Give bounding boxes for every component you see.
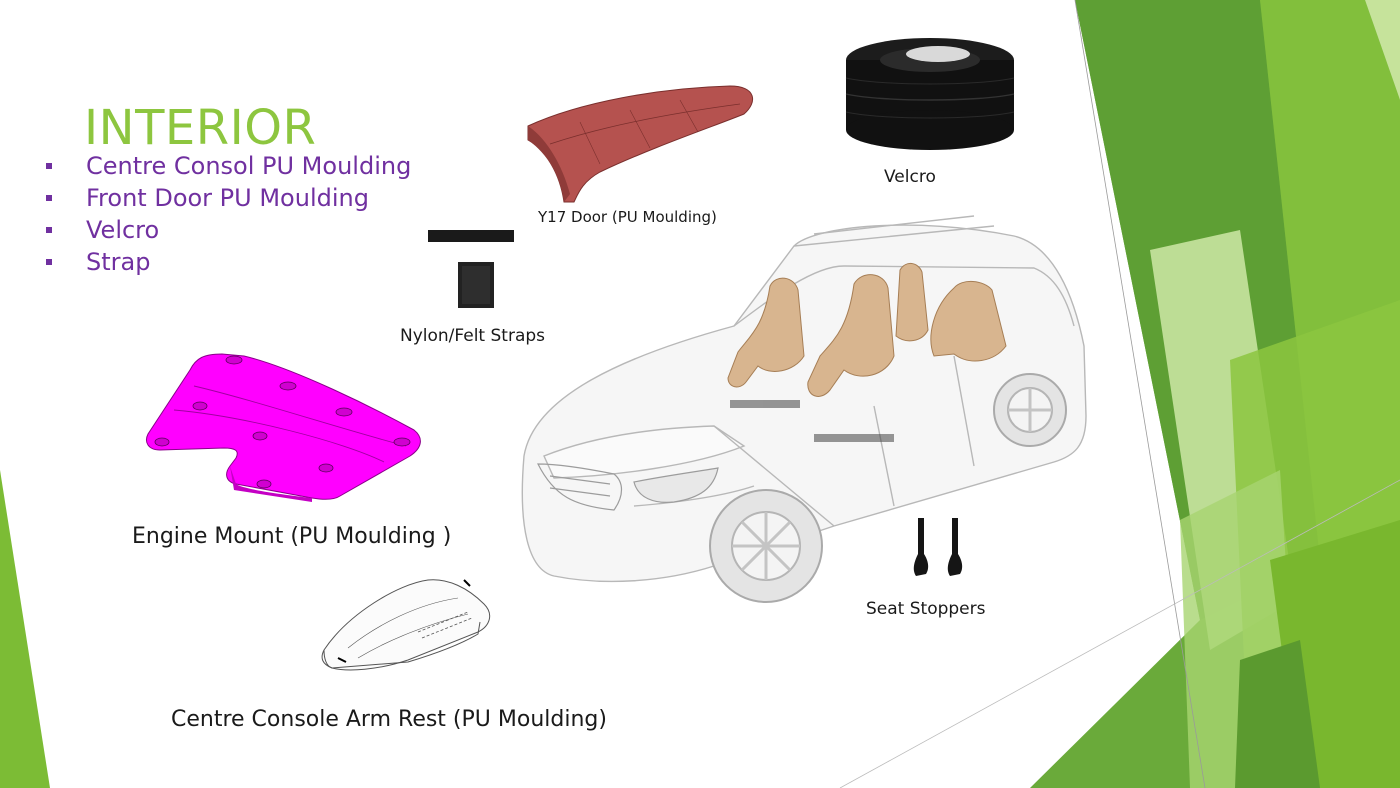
caption-arm-rest: Centre Console Arm Rest (PU Moulding) (171, 707, 607, 732)
caption-engine-mount: Engine Mount (PU Moulding ) (132, 524, 452, 549)
green-decoration-left (0, 470, 50, 788)
velcro-roll-image (845, 38, 1015, 150)
caption-nylon-straps: Nylon/Felt Straps (400, 326, 546, 346)
bullet-list: Centre Consol PU Moulding Front Door PU … (46, 150, 411, 278)
engine-mount-image (146, 353, 421, 502)
car-image (521, 215, 1087, 603)
bullet-item: Velcro (46, 214, 411, 246)
bullet-item: Strap (46, 246, 411, 278)
door-panel-image (527, 85, 754, 203)
caption-seat-stoppers: Seat Stoppers (866, 599, 986, 619)
slide-title: INTERIOR (84, 100, 317, 156)
arm-rest-image (321, 579, 491, 671)
bullet-square-icon (46, 227, 52, 233)
seat-stoppers-image (913, 518, 963, 576)
caption-velcro: Velcro (884, 167, 936, 187)
nylon-straps-image (428, 230, 514, 308)
caption-door: Y17 Door (PU Moulding) (538, 208, 717, 226)
bullet-square-icon (46, 195, 52, 201)
bullet-square-icon (46, 259, 52, 265)
bullet-item: Centre Consol PU Moulding (46, 150, 411, 182)
bullet-item: Front Door PU Moulding (46, 182, 411, 214)
bullet-square-icon (46, 163, 52, 169)
